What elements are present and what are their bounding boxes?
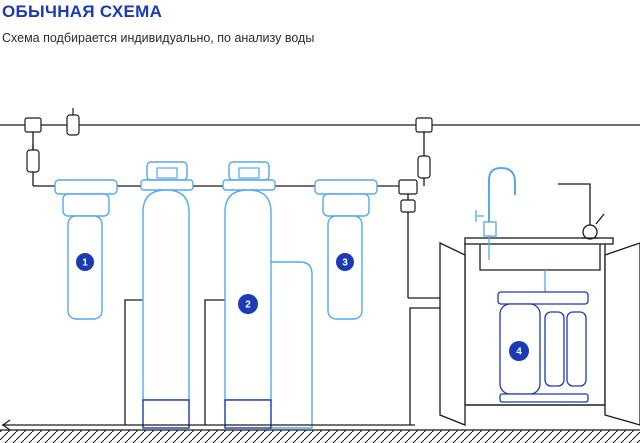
kitchen-cabinet bbox=[439, 166, 640, 426]
valve-right[interactable] bbox=[398, 117, 433, 213]
ro-system: 4 bbox=[497, 291, 589, 403]
badge-2 bbox=[238, 294, 258, 314]
page-subtitle: Схема подбирается индивидуально, по анал… bbox=[2, 31, 315, 45]
filter-3: 3 bbox=[314, 179, 378, 320]
badge-3-label: 3 bbox=[342, 258, 348, 269]
badge-1-label: 1 bbox=[82, 258, 88, 269]
floor bbox=[0, 429, 640, 443]
badge-4-label: 4 bbox=[516, 347, 522, 358]
softener-tank-2: 2 bbox=[222, 161, 313, 429]
filter-1: 1 bbox=[54, 179, 118, 320]
badge-3 bbox=[336, 253, 354, 271]
badge-1 bbox=[76, 253, 94, 271]
badge-4 bbox=[509, 341, 529, 361]
page-title: ОБЫЧНАЯ СХЕМА bbox=[2, 2, 163, 21]
valve-left[interactable] bbox=[24, 108, 80, 173]
softener-tank-1 bbox=[140, 161, 194, 429]
badge-2-label: 2 bbox=[245, 300, 251, 311]
arrow-left-icon bbox=[1, 419, 415, 431]
